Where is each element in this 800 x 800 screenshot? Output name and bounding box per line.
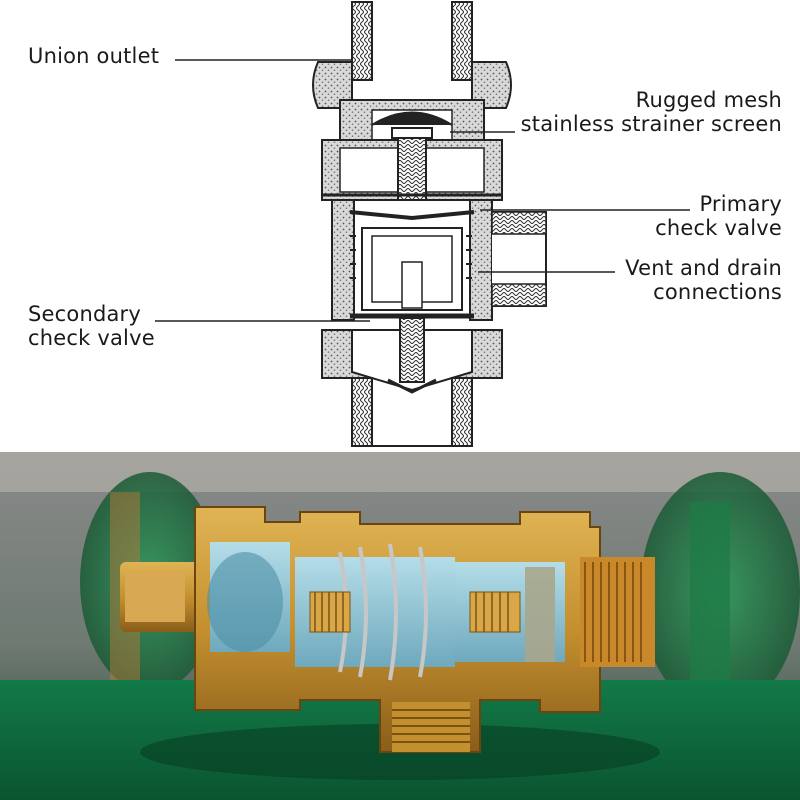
union-outlet-text: Union outlet xyxy=(28,44,160,68)
strainer-line-2: stainless strainer screen xyxy=(520,112,782,136)
secondary-check xyxy=(321,317,503,394)
valve-cutaway-illustration xyxy=(0,452,800,800)
strainer-housing xyxy=(321,127,503,201)
valve-cutaway-photo xyxy=(0,452,800,800)
inlet-pipe xyxy=(351,1,473,81)
leader-lines xyxy=(155,59,690,322)
label-secondary-check-valve: Secondary check valve xyxy=(28,302,155,350)
outlet-pipe xyxy=(351,377,473,447)
valve-cross-section-diagram: Union outlet Rugged mesh stainless strai… xyxy=(28,1,782,447)
vent-line-2: connections xyxy=(653,280,782,304)
vent-line-1: Vent and drain xyxy=(625,256,782,280)
valve-cross-section-drawing xyxy=(155,1,690,447)
secondary-line-2: check valve xyxy=(28,326,155,350)
valve-body xyxy=(331,199,547,321)
primary-line-1: Primary xyxy=(699,192,782,216)
label-strainer-screen: Rugged mesh stainless strainer screen xyxy=(521,88,782,136)
label-primary-check-valve: Primary check valve xyxy=(655,192,782,240)
secondary-line-1: Secondary xyxy=(28,302,142,326)
primary-line-2: check valve xyxy=(655,216,782,240)
strainer-line-1: Rugged mesh xyxy=(635,88,782,112)
label-vent-drain: Vent and drain connections xyxy=(625,256,782,304)
label-union-outlet: Union outlet xyxy=(28,44,159,68)
